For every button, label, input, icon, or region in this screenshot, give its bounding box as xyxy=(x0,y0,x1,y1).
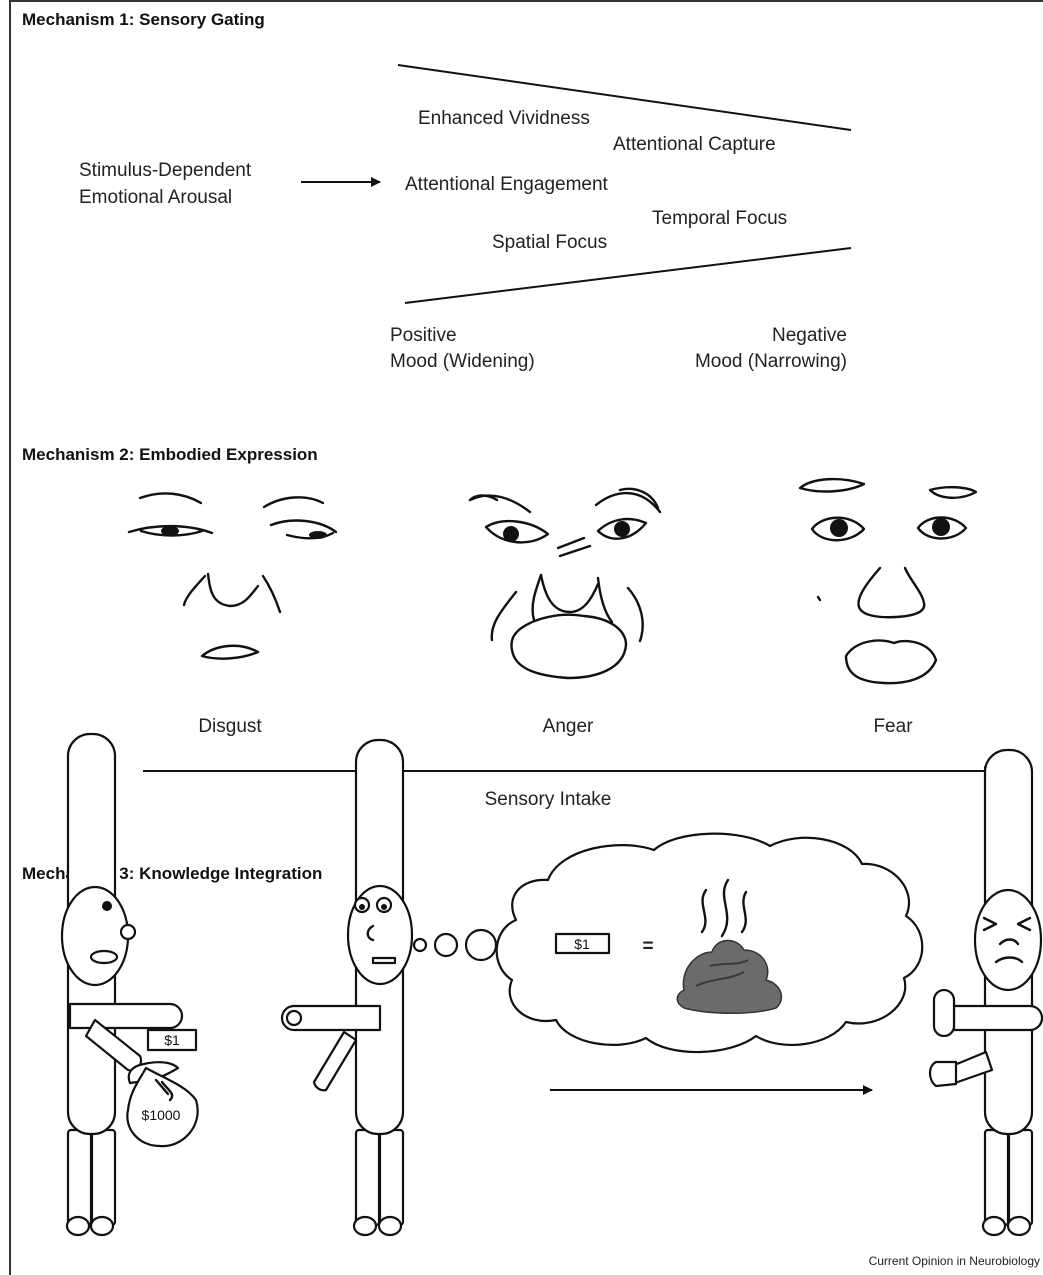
money-bag-label: $1000 xyxy=(142,1107,181,1123)
offered-bill-label: $1 xyxy=(164,1032,180,1048)
anger-label: Anger xyxy=(543,716,594,737)
fear-label: Fear xyxy=(873,716,913,737)
sensory-intake-label: Sensory Intake xyxy=(485,789,612,810)
temporal-focus-label: Temporal Focus xyxy=(652,208,787,229)
figure-thinking-person xyxy=(280,738,414,1237)
attentional-capture-label: Attentional Capture xyxy=(613,134,776,155)
thought-bubble-large xyxy=(464,928,498,962)
thought-bill-label: $1 xyxy=(574,936,590,952)
funnel-top-line xyxy=(397,64,852,131)
negative-mood-line-2: Mood (Narrowing) xyxy=(695,351,847,372)
mechanism-2-heading: Mechanism 2: Embodied Expression xyxy=(22,445,318,464)
thought-bubble-small xyxy=(412,937,428,953)
thought-bill xyxy=(554,932,611,955)
thought-bubble-medium xyxy=(433,932,459,958)
figure-rejecting-person xyxy=(928,748,1043,1237)
funnel-bottom-line xyxy=(404,247,852,304)
figure-offering-person xyxy=(60,732,199,1237)
mechanism-3-panel: Mechanism 3: Knowledge Integration $1 $1… xyxy=(22,732,1043,1268)
mechanism-2-panel: Mechanism 2: Embodied Expression xyxy=(22,445,994,810)
figure-frame xyxy=(9,0,1043,1275)
positive-mood-line-1: Positive xyxy=(390,325,457,346)
disgust-label: Disgust xyxy=(198,716,262,737)
journal-credit: Current Opinion in Neurobiology xyxy=(869,1254,1040,1268)
mechanism-1-heading: Mechanism 1: Sensory Gating xyxy=(22,10,265,29)
spatial-focus-label: Spatial Focus xyxy=(492,232,607,253)
thought-cloud xyxy=(495,832,924,1054)
poop-pile-drawing xyxy=(676,878,783,1014)
mechanism-1-panel: Mechanism 1: Sensory Gating Stimulus-Dep… xyxy=(22,10,852,372)
disgust-face-drawing xyxy=(127,492,338,660)
arousal-label-line-1: Stimulus-Dependent xyxy=(79,160,252,181)
attentional-engagement-label: Attentional Engagement xyxy=(405,174,609,195)
positive-mood-line-2: Mood (Widening) xyxy=(390,351,535,372)
enhanced-vividness-label: Enhanced Vividness xyxy=(418,108,590,129)
anger-face-drawing xyxy=(468,487,662,680)
equals-sign: = xyxy=(642,936,653,957)
fear-face-drawing xyxy=(798,477,978,685)
arousal-label-line-2: Emotional Arousal xyxy=(79,187,232,208)
negative-mood-line-1: Negative xyxy=(772,325,847,346)
